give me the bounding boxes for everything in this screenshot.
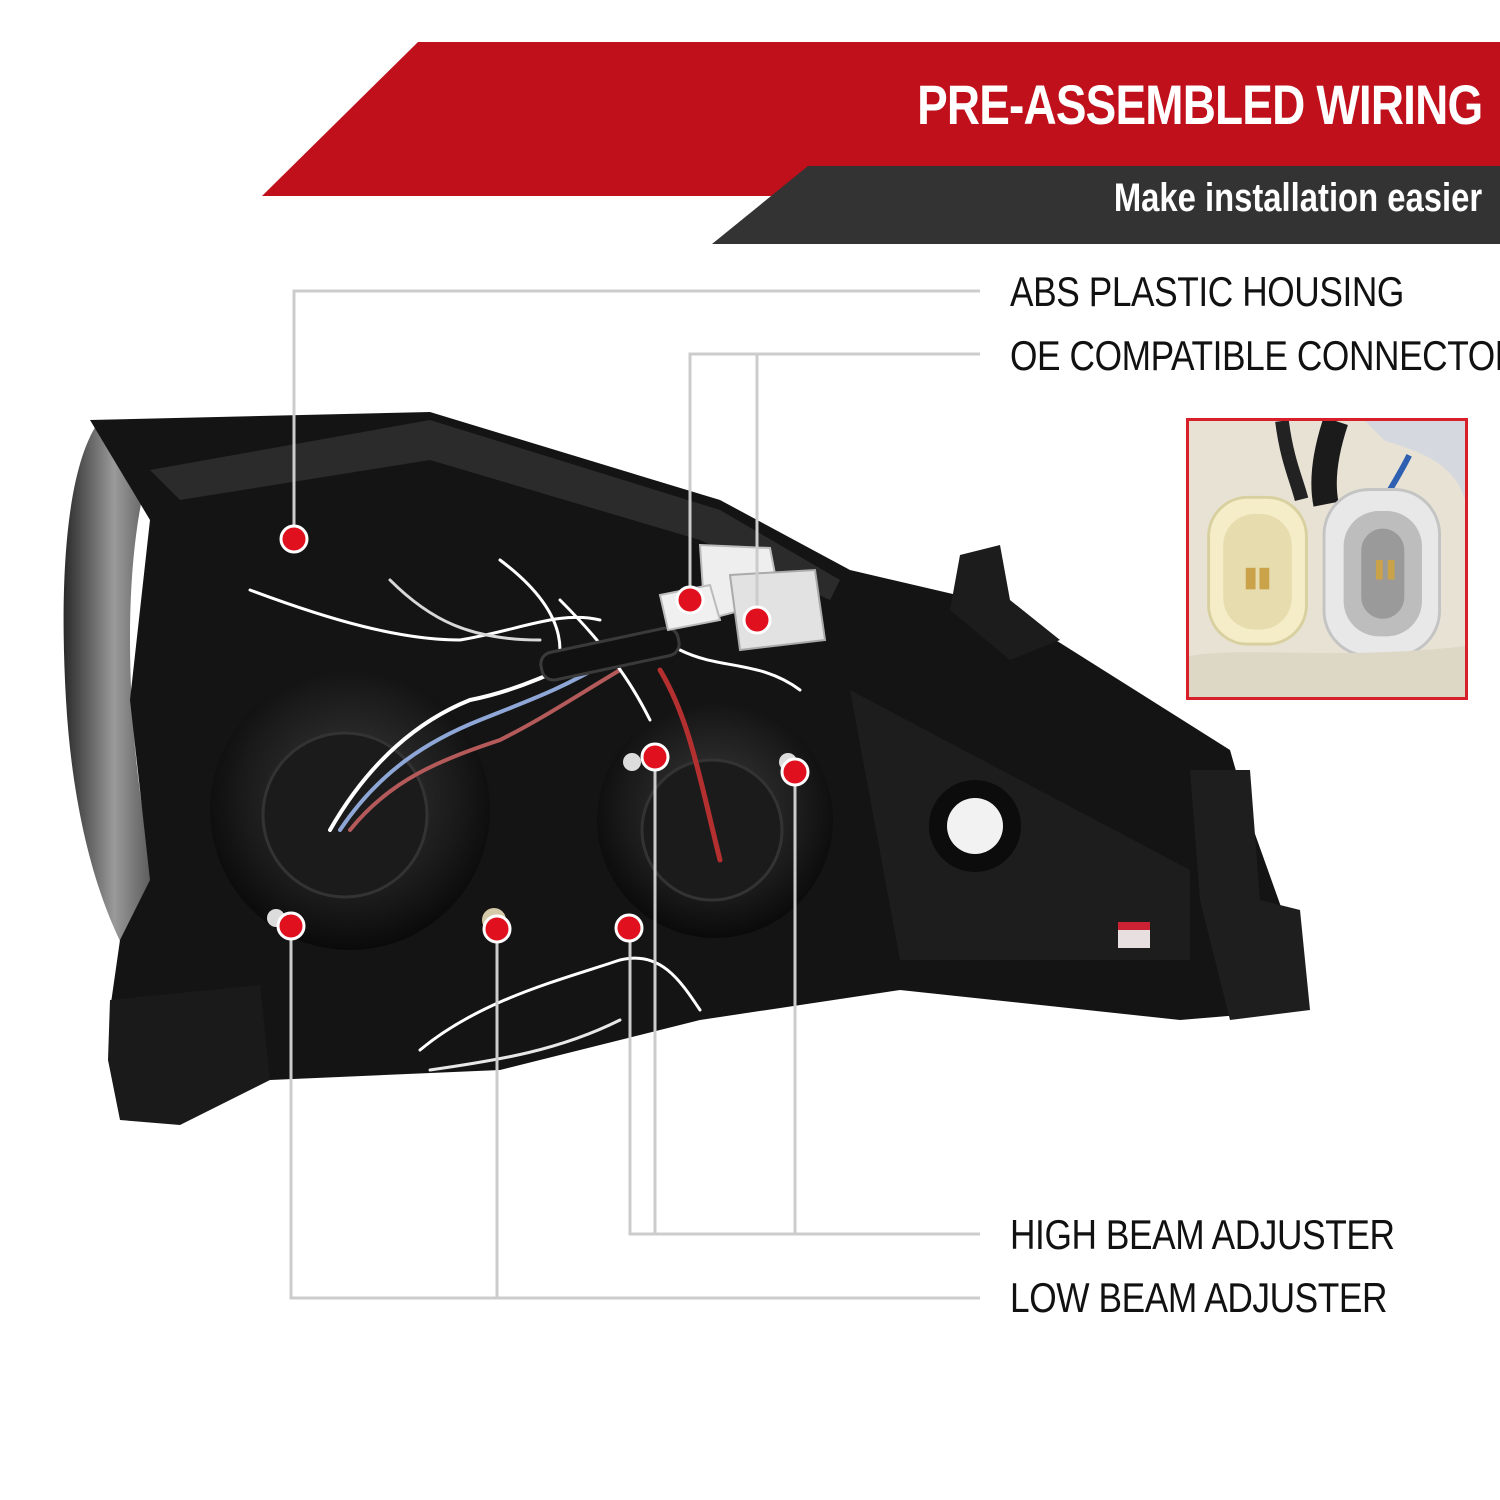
- signal-socket-hole: [947, 798, 1003, 854]
- marker-oe-2: [742, 605, 772, 635]
- plug-connector-icon: [1189, 421, 1465, 697]
- leader-high: [628, 930, 980, 1236]
- marker-low-2: [482, 914, 512, 944]
- leader-lines: [289, 289, 980, 1300]
- feature-abs-housing: ABS PLASTIC HOUSING: [1010, 268, 1404, 315]
- housing-ridge: [150, 420, 840, 600]
- marker-high-1: [640, 742, 670, 772]
- connector-inset-photo: [1186, 418, 1468, 700]
- wiring-harness: [248, 558, 802, 1072]
- leader-abs: [292, 289, 980, 540]
- leader-oe: [688, 352, 980, 600]
- marker-abs: [279, 524, 309, 554]
- marker-high-3: [614, 913, 644, 943]
- mount-bracket-right: [950, 545, 1060, 660]
- adjuster-screw-3: [623, 753, 641, 771]
- marker-high-2: [780, 757, 810, 787]
- banner-title: PRE-ASSEMBLED WIRING: [916, 73, 1483, 136]
- feature-low-beam-adjuster: LOW BEAM ADJUSTER: [1010, 1274, 1388, 1321]
- mount-tab-left: [108, 985, 270, 1125]
- mount-tab-right: [1190, 770, 1310, 1020]
- markers: [276, 524, 810, 944]
- banner-subtitle: Make installation easier: [1113, 176, 1482, 220]
- lens-edge: [63, 420, 190, 990]
- marker-oe-1: [675, 585, 705, 615]
- label-sticker-stripe: [1118, 922, 1150, 930]
- low-beam-cap: [261, 731, 429, 899]
- feature-oe-connectors: OE COMPATIBLE CONNECTORS: [1010, 332, 1500, 379]
- marker-low-1: [276, 911, 306, 941]
- title-banner-red: [262, 42, 1500, 196]
- leader-low: [289, 928, 980, 1300]
- subtitle-banner-dark: [712, 166, 1500, 244]
- wire-loom: [539, 626, 681, 682]
- feature-high-beam-adjuster: HIGH BEAM ADJUSTER: [1010, 1211, 1395, 1258]
